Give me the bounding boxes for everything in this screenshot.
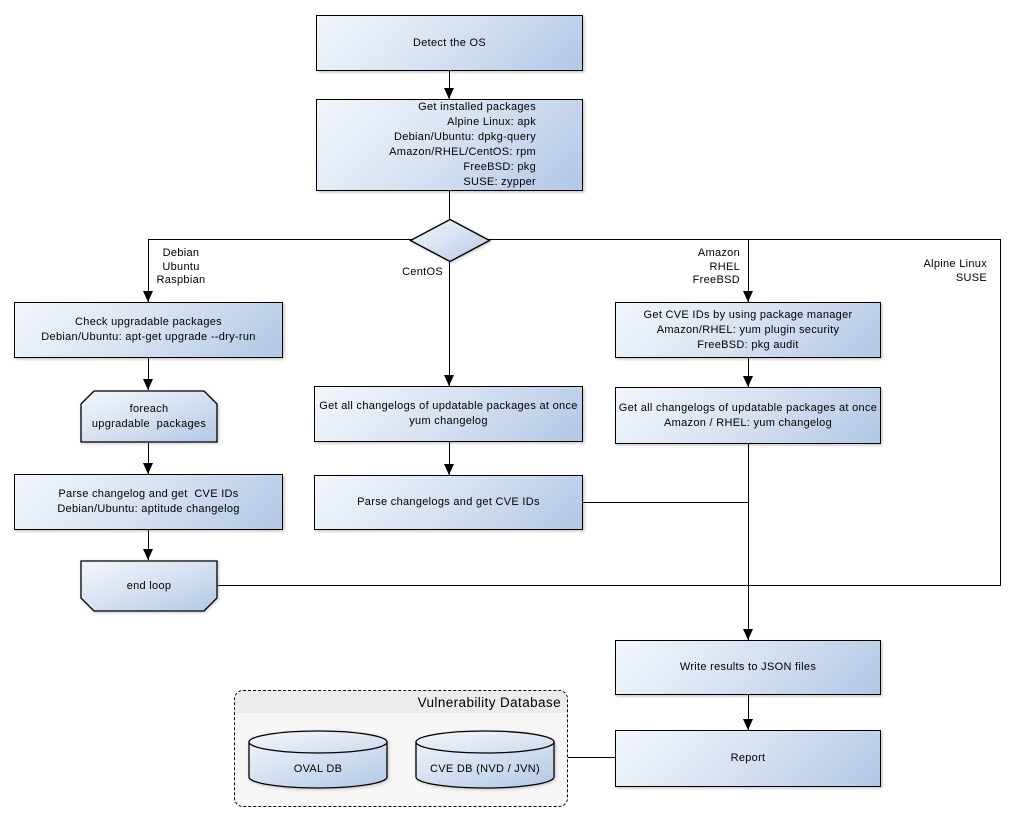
node-label: Detect the OS — [413, 36, 486, 49]
node-label: Alpine Linux: apk — [447, 116, 536, 128]
node-label: Amazon / RHEL: yum changelog — [664, 416, 832, 429]
branch-label-line: CentOS — [402, 266, 443, 278]
connector-branch-alpine — [1000, 239, 1001, 586]
branch-label-alpine: Alpine Linux SUSE — [899, 258, 987, 285]
node-label: Write results to JSON files — [679, 661, 817, 673]
node-label: Debian/Ubuntu: dpkg-query — [393, 131, 536, 143]
vulnerability-database-title: Vulnerability Database — [417, 694, 561, 710]
database-cylinder-shape — [248, 730, 388, 789]
branch-label-line: Alpine Linux — [923, 258, 987, 270]
node-label: FreeBSD: pkg — [463, 161, 536, 173]
branch-label-debian: Debian Ubuntu Raspbian — [150, 247, 212, 288]
node-label: Check upgradable packages — [75, 316, 222, 328]
connector-decision-trunk — [148, 239, 1001, 240]
node-label: Get CVE IDs by using package manager — [643, 308, 853, 321]
branch-label-line: RHEL — [709, 260, 740, 273]
connector-detect-to-installed — [449, 71, 450, 99]
connector-endloop-merge — [218, 585, 1001, 586]
branch-label-line: FreeBSD — [692, 274, 740, 286]
arrowhead — [143, 379, 153, 390]
arrowhead — [444, 88, 454, 99]
node-cve-db: CVE DB (NVD / JVN) — [415, 729, 555, 790]
node-get-cve-ids-pkg-manager: Get CVE IDs by using package manager Ama… — [615, 302, 881, 358]
loop-end-shape — [80, 560, 218, 612]
node-end-loop: end loop — [80, 560, 218, 612]
connector-changelogs-to-parse-centos — [449, 442, 450, 475]
node-label: FreeBSD: pkg audit — [697, 338, 799, 351]
connector-foreach-to-parse — [148, 443, 149, 474]
node-get-changelogs-amazon: Get all changelogs of updatable packages… — [615, 387, 881, 444]
diamond-shape — [409, 218, 491, 263]
connector-cveids-to-changelogs-amazon — [748, 358, 749, 387]
node-label: Get all changelogs of updatable packages… — [618, 401, 878, 414]
connector-branch-debian — [148, 239, 149, 302]
node-label: Amazon/RHEL/CentOS: rpm — [389, 146, 536, 158]
node-foreach-loop: foreach upgradable packages — [80, 390, 218, 443]
branch-label-line: Ubuntu — [162, 260, 200, 273]
node-label: CVE DB (NVD / JVN) — [430, 763, 540, 775]
arrowhead — [743, 376, 753, 387]
node-label: Get all changelogs of updatable packages… — [319, 400, 578, 412]
loop-start-shape — [80, 390, 218, 443]
node-check-upgradable: Check upgradable packages Debian/Ubuntu:… — [14, 302, 283, 358]
connector-branch-centos — [449, 261, 450, 386]
connector-branch-amazon — [748, 239, 749, 302]
node-label: Debian/Ubuntu: apt-get upgrade --dry-run — [41, 331, 256, 343]
arrowhead — [743, 291, 753, 302]
arrowhead — [444, 464, 454, 475]
node-label: foreach — [129, 402, 169, 415]
node-detect-os: Detect the OS — [316, 15, 583, 71]
connector-vulndb-to-report — [568, 757, 615, 758]
database-cylinder-shape — [415, 730, 555, 789]
branch-label-centos: CentOS — [380, 266, 443, 280]
connector-parse-centos-merge — [583, 502, 748, 503]
arrowhead — [743, 629, 753, 640]
branch-label-line: SUSE — [955, 271, 987, 284]
connector-parse-to-endloop — [148, 530, 149, 560]
branch-label-amazon: Amazon RHEL FreeBSD — [680, 247, 740, 288]
node-label: Parse changelogs and get CVE IDs — [357, 496, 540, 508]
branch-label-line: Amazon — [697, 247, 740, 259]
node-label: Debian/Ubuntu: aptitude changelog — [57, 503, 240, 515]
connector-changelogs-amazon-to-write — [748, 444, 749, 640]
connector-write-to-report — [748, 695, 749, 730]
arrowhead — [143, 463, 153, 474]
vulnerability-database-header: Vulnerability Database — [235, 691, 567, 713]
branch-label-line: Debian — [162, 247, 200, 259]
node-label: OVAL DB — [293, 763, 343, 775]
node-oval-db: OVAL DB — [248, 729, 388, 790]
connector-check-to-foreach — [148, 358, 149, 390]
node-label: yum changelog — [409, 415, 488, 427]
arrowhead — [743, 719, 753, 730]
arrowhead — [444, 375, 454, 386]
os-decision-diamond — [409, 218, 491, 263]
node-label: Report — [730, 752, 766, 764]
node-get-installed-packages: Get installed packages Alpine Linux: apk… — [316, 99, 583, 191]
node-label: upgradable packages — [91, 417, 207, 430]
node-label: Amazon/RHEL: yum plugin security — [656, 323, 840, 336]
connector-installed-to-decision — [449, 191, 450, 220]
node-label: Get installed packages — [418, 101, 536, 113]
node-label: end loop — [126, 579, 172, 592]
arrowhead — [143, 291, 153, 302]
node-parse-changelogs-centos: Parse changelogs and get CVE IDs — [314, 475, 583, 530]
arrowhead — [143, 549, 153, 560]
node-get-changelogs-centos: Get all changelogs of updatable packages… — [314, 386, 583, 442]
node-write-results: Write results to JSON files — [615, 640, 881, 695]
node-label: Parse changelog and get CVE IDs — [58, 488, 239, 500]
node-parse-changelog-debian: Parse changelog and get CVE IDs Debian/U… — [14, 474, 283, 530]
node-label: SUSE: zypper — [463, 176, 536, 188]
branch-label-line: Raspbian — [156, 274, 206, 286]
node-report: Report — [615, 730, 881, 787]
